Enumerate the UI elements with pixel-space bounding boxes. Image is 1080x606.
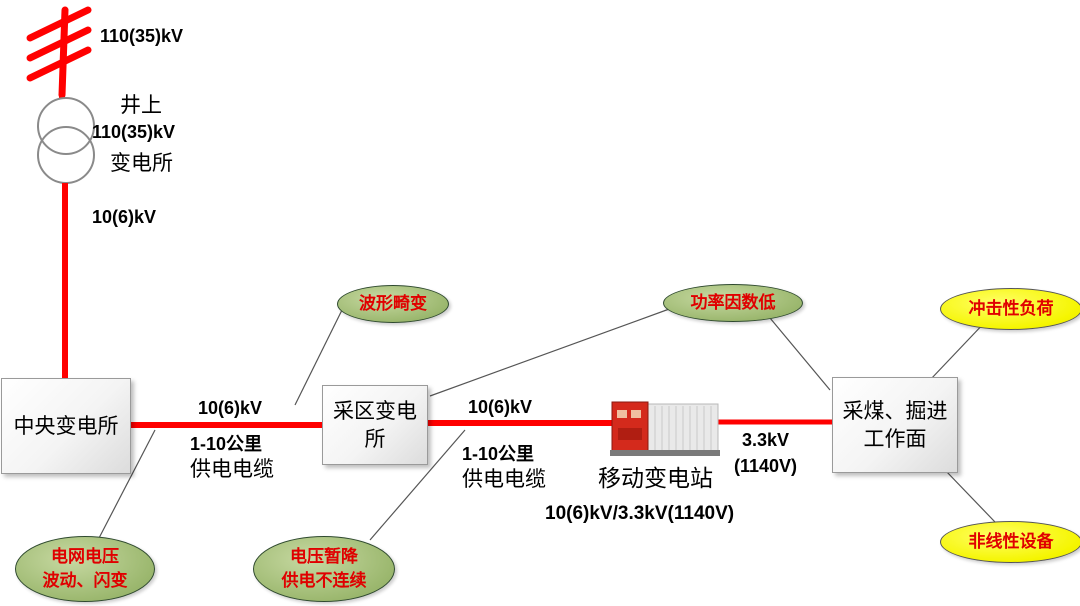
central-substation-box: 中央变电所 [1, 378, 131, 474]
issue-impact-load: 冲击性负荷 [940, 288, 1080, 330]
callout-lines [97, 307, 996, 541]
mobile-station-rating: 10(6)kV/3.3kV(1140V) [545, 503, 735, 524]
mobile-substation-icon [610, 401, 720, 456]
central-substation-label: 中央变电所 [13, 414, 119, 438]
cable1-type: 供电电缆 [190, 457, 274, 481]
working-face-box: 采煤、掘进 工作面 [832, 377, 958, 473]
mobile-station-label: 移动变电站 [598, 466, 713, 492]
cable1-voltage: 10(6)kV [198, 398, 263, 418]
working-face-label: 采煤、掘进 工作面 [842, 399, 948, 451]
feeder-voltage: 10(6)kV [92, 207, 157, 227]
mining-substation-label: 采区变电 所 [333, 399, 417, 451]
well-substation-line3: 变电所 [110, 151, 173, 175]
cable2-length: 1-10公里 [462, 444, 535, 464]
top-line-voltage: 110(35)kV [100, 26, 184, 46]
issue-impact-load-label: 冲击性负荷 [968, 299, 1054, 319]
issue-voltage-sag-label: 电压暂降 供电不连续 [281, 547, 367, 591]
cable1-length: 1-10公里 [190, 434, 263, 454]
issue-power-factor-label: 功率因数低 [690, 293, 776, 313]
issue-grid-fluctuation: 电网电压 波动、闪变 [15, 536, 155, 602]
issue-voltage-sag: 电压暂降 供电不连续 [253, 536, 395, 602]
well-substation-line2: 110(35)kV [92, 122, 176, 142]
mining-substation-box: 采区变电 所 [322, 385, 428, 465]
cable2-voltage: 10(6)kV [468, 397, 533, 417]
issue-waveform-distortion: 波形畸变 [337, 285, 449, 323]
transformer-symbol-icon [37, 97, 95, 184]
issue-low-power-factor: 功率因数低 [663, 284, 803, 322]
issue-grid-fluctuation-label: 电网电压 波动、闪变 [42, 547, 128, 591]
issue-nonlinear-label: 非线性设备 [968, 532, 1054, 552]
issue-nonlinear-equipment: 非线性设备 [940, 521, 1080, 563]
transmission-line-icon [26, 6, 92, 99]
output-voltage-alt: (1140V) [734, 456, 798, 476]
output-voltage: 3.3kV [742, 430, 790, 450]
issue-waveform-label: 波形畸变 [359, 294, 427, 314]
cable2-type: 供电电缆 [462, 467, 546, 491]
well-substation-line1: 井上 [120, 93, 162, 117]
